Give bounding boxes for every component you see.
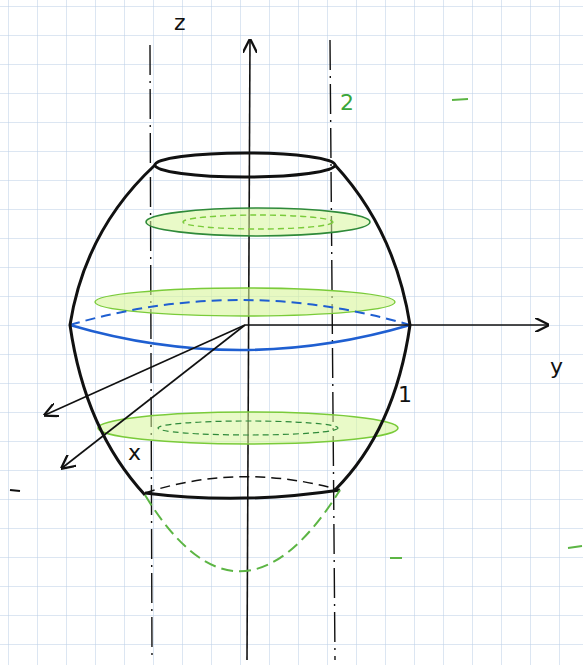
- axis-label: z: [174, 12, 186, 34]
- axis-label: y: [550, 356, 563, 378]
- dimension-label: 1: [398, 384, 412, 406]
- axis-label: x: [128, 442, 141, 464]
- dimension-label: 2: [340, 92, 354, 114]
